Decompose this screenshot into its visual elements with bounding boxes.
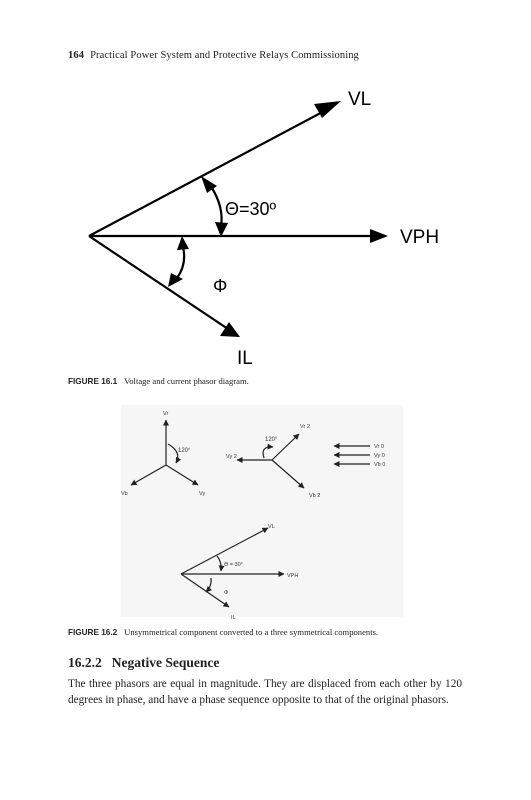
neg-vb-phasor (271, 459, 305, 489)
phi-arrow-bottom (168, 273, 183, 287)
section-title: Negative Sequence (111, 655, 220, 670)
small-il-phasor (180, 573, 230, 608)
pos-angle-arc (167, 443, 182, 464)
small-theta-label: Θ = 30° (224, 562, 243, 568)
small-theta-arc (216, 555, 225, 572)
theta-label: Θ=30º (225, 199, 277, 219)
small-il-label: IL (231, 615, 236, 621)
figure-16-1-caption: FIGURE 16.1 Voltage and current phasor di… (68, 376, 249, 386)
figure-16-1-text: Voltage and current phasor diagram. (124, 376, 249, 386)
vl-label: VL (348, 89, 371, 110)
theta-arrow-bottom (215, 222, 228, 237)
neg-vb-label: Vb 2 (309, 493, 320, 499)
figure-16-2-caption: FIGURE 16.2 Unsymmetrical component conve… (68, 627, 378, 637)
phi-arrow-top (177, 236, 189, 250)
phasor-diagram-main: VL VPH IL Θ=30º Φ (88, 89, 439, 369)
zero-vb-label: Vb 0 (374, 462, 385, 468)
figure-16-2-background (121, 405, 403, 617)
theta-arc (211, 187, 223, 227)
pos-vb-label: Vb (121, 491, 128, 497)
theta-arrow-top (201, 176, 217, 193)
zero-sequence-phasors (333, 443, 370, 467)
zero-vr-label: Vr 0 (374, 444, 384, 450)
neg-vr-label: Vr 2 (300, 424, 310, 430)
phi-arc (176, 246, 186, 279)
il-arrowhead (220, 322, 240, 337)
small-vl-label: VL (268, 524, 275, 530)
neg-vy-label: Vy 2 (226, 454, 237, 460)
running-header: 164 Practical Power System and Protective… (68, 50, 359, 61)
section-number: 16.2.2 (68, 655, 102, 670)
running-title: Practical Power System and Protective Re… (90, 50, 359, 61)
neg-angle-label: 120° (265, 437, 278, 443)
small-vph-label: VPH (287, 573, 298, 579)
neg-angle-arc (262, 443, 274, 459)
pos-angle-label: 120° (178, 448, 191, 454)
pos-vy-label: Vy (199, 491, 205, 497)
symmetrical-components-figure: Vr 120° Vb Vy Vr 2 120° Vy 2 Vb 2 Vr 0 V… (121, 405, 403, 621)
vl-arrowhead (314, 101, 341, 118)
pos-vr-label: Vr (163, 411, 168, 417)
positive-sequence-star (130, 419, 199, 486)
body-paragraph: The three phasors are equal in magnitude… (68, 678, 462, 706)
pos-vy-phasor (165, 464, 199, 486)
neg-vr-phasor (271, 433, 300, 461)
vph-arrowhead (370, 229, 388, 243)
small-phi-arc (205, 577, 213, 593)
il-label: IL (237, 348, 253, 369)
page-number: 164 (68, 50, 85, 61)
small-phi-label: Φ (224, 590, 229, 596)
phi-label: Φ (213, 276, 227, 296)
section-heading: 16.2.2 Negative Sequence (68, 655, 219, 671)
il-phasor (88, 235, 229, 330)
pos-vb-phasor (130, 464, 167, 486)
small-phasor-diagram (180, 527, 285, 608)
figure-16-1-label: FIGURE 16.1 (68, 377, 118, 386)
negative-sequence-star (236, 433, 305, 489)
zero-vy-label: Vy 0 (374, 453, 385, 459)
vl-phasor (88, 107, 331, 237)
figure-16-2-text: Unsymmetrical component converted to a t… (124, 627, 379, 637)
small-vl-phasor (180, 527, 269, 575)
figure-16-2-label: FIGURE 16.2 (68, 628, 118, 637)
vph-label: VPH (400, 227, 439, 248)
